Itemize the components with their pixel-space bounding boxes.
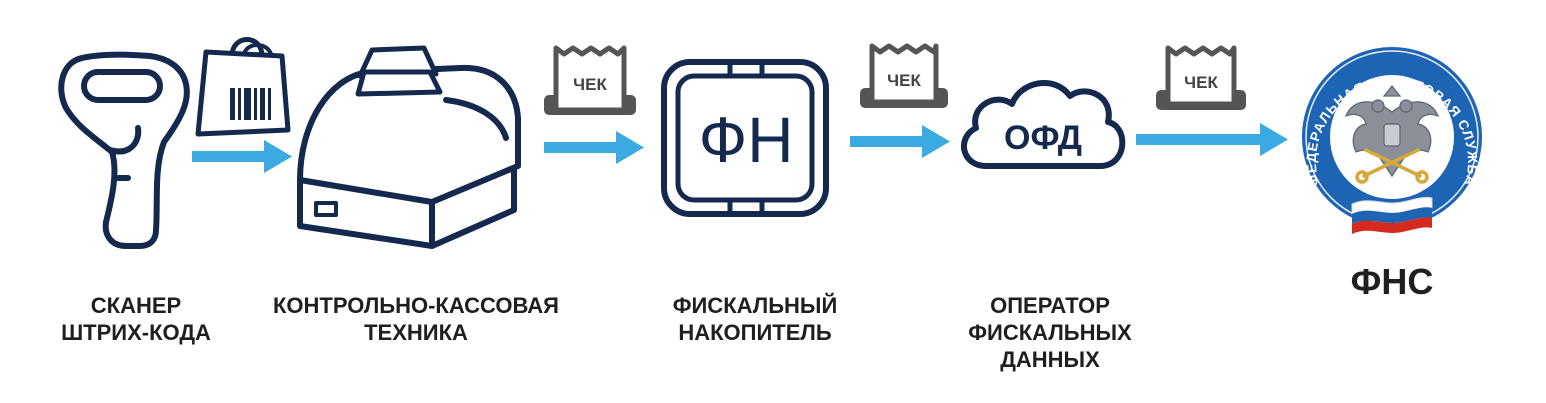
receipt-label: ЧЕК: [887, 71, 921, 90]
fns-emblem-icon: ФЕДЕРАЛЬНАЯ НАЛОГОВАЯ СЛУЖБА: [1302, 47, 1482, 234]
eagle-icon: [1344, 85, 1440, 178]
fns-label-line1: ФНС: [1350, 261, 1434, 302]
arrow-1: [192, 140, 292, 173]
ofd-icon-text: ОФД: [1004, 119, 1082, 157]
kkt-label-line1: КОНТРОЛЬНО-КАССОВАЯ: [273, 293, 559, 318]
arrow-4: [1136, 123, 1288, 156]
ofd-label: ОПЕРАТОР ФИСКАЛЬНЫХ ДАННЫХ: [940, 292, 1160, 373]
scanner-label-line1: СКАНЕР: [90, 293, 182, 318]
arrow-2: [544, 131, 644, 164]
barcode-scanner-icon: [58, 51, 190, 249]
fiscal-storage-icon: ФН: [661, 59, 829, 217]
cloud-icon: ОФД: [961, 79, 1126, 169]
scanner-label-line2: ШТРИХ-КОДА: [61, 320, 211, 345]
fn-label: ФИСКАЛЬНЫЙ НАКОПИТЕЛЬ: [640, 292, 870, 346]
arrow-3: [850, 125, 950, 158]
keys-icon: [1355, 148, 1429, 184]
fns-label: ФНС: [1302, 262, 1482, 302]
receipt-label: ЧЕК: [573, 75, 607, 94]
receipt-icon: ЧЕК: [1156, 45, 1246, 110]
fn-label-line1: ФИСКАЛЬНЫЙ: [672, 293, 838, 318]
ofd-label-line1: ОПЕРАТОР: [990, 293, 1110, 318]
shopping-bag-icon: [195, 37, 291, 137]
barcode-icon: [230, 88, 271, 120]
ofd-label-line3: ДАННЫХ: [1000, 347, 1100, 372]
fn-icon-text: ФН: [699, 104, 794, 176]
cash-register-icon: [297, 45, 521, 249]
receipt-icon: ЧЕК: [544, 45, 636, 115]
scanner-label: СКАНЕР ШТРИХ-КОДА: [46, 292, 226, 346]
kkt-label-line2: ТЕХНИКА: [364, 320, 468, 345]
receipt-label: ЧЕК: [1184, 73, 1218, 92]
kkt-label: КОНТРОЛЬНО-КАССОВАЯ ТЕХНИКА: [236, 292, 596, 346]
fn-label-line2: НАКОПИТЕЛЬ: [678, 320, 832, 345]
flag-icon: [1351, 196, 1433, 234]
ofd-label-line2: ФИСКАЛЬНЫХ: [968, 320, 1132, 345]
receipt-icon: ЧЕК: [860, 43, 948, 108]
